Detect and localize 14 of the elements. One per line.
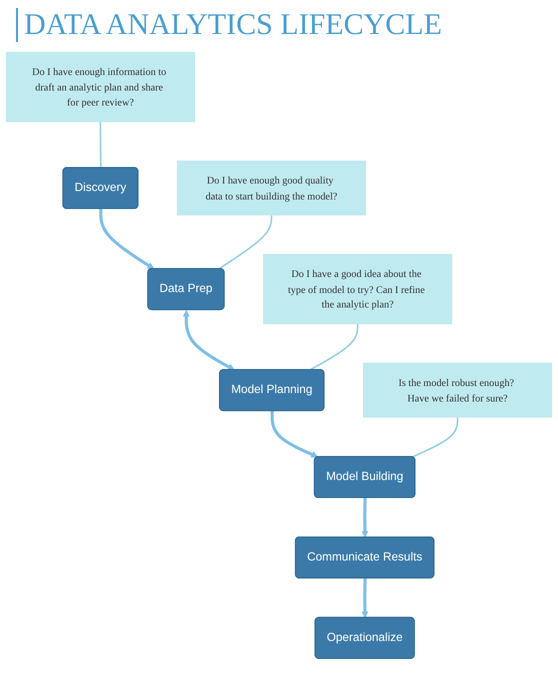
connector — [218, 215, 272, 270]
node-box: Do I have enough good quality data to start building the model? — [176, 160, 366, 216]
node-box: Do I have enough information to draft an analytic plan and share for peer review? — [6, 52, 196, 122]
node-box: Do I have a good idea about the type of model to try? Can I refine the analytic plan? — [263, 254, 452, 324]
arrow — [99, 209, 154, 270]
node-box: Is the model robust enough? Have we failed for sure? — [362, 362, 552, 418]
connector — [100, 122, 102, 168]
connector — [412, 417, 458, 458]
arrow — [270, 411, 318, 458]
diagram-title: DATA ANALYTICS LIFECYCLE — [16, 8, 442, 42]
arrow — [362, 578, 368, 618]
arrow — [182, 310, 235, 370]
arrow — [362, 498, 368, 538]
connector — [310, 324, 358, 371]
